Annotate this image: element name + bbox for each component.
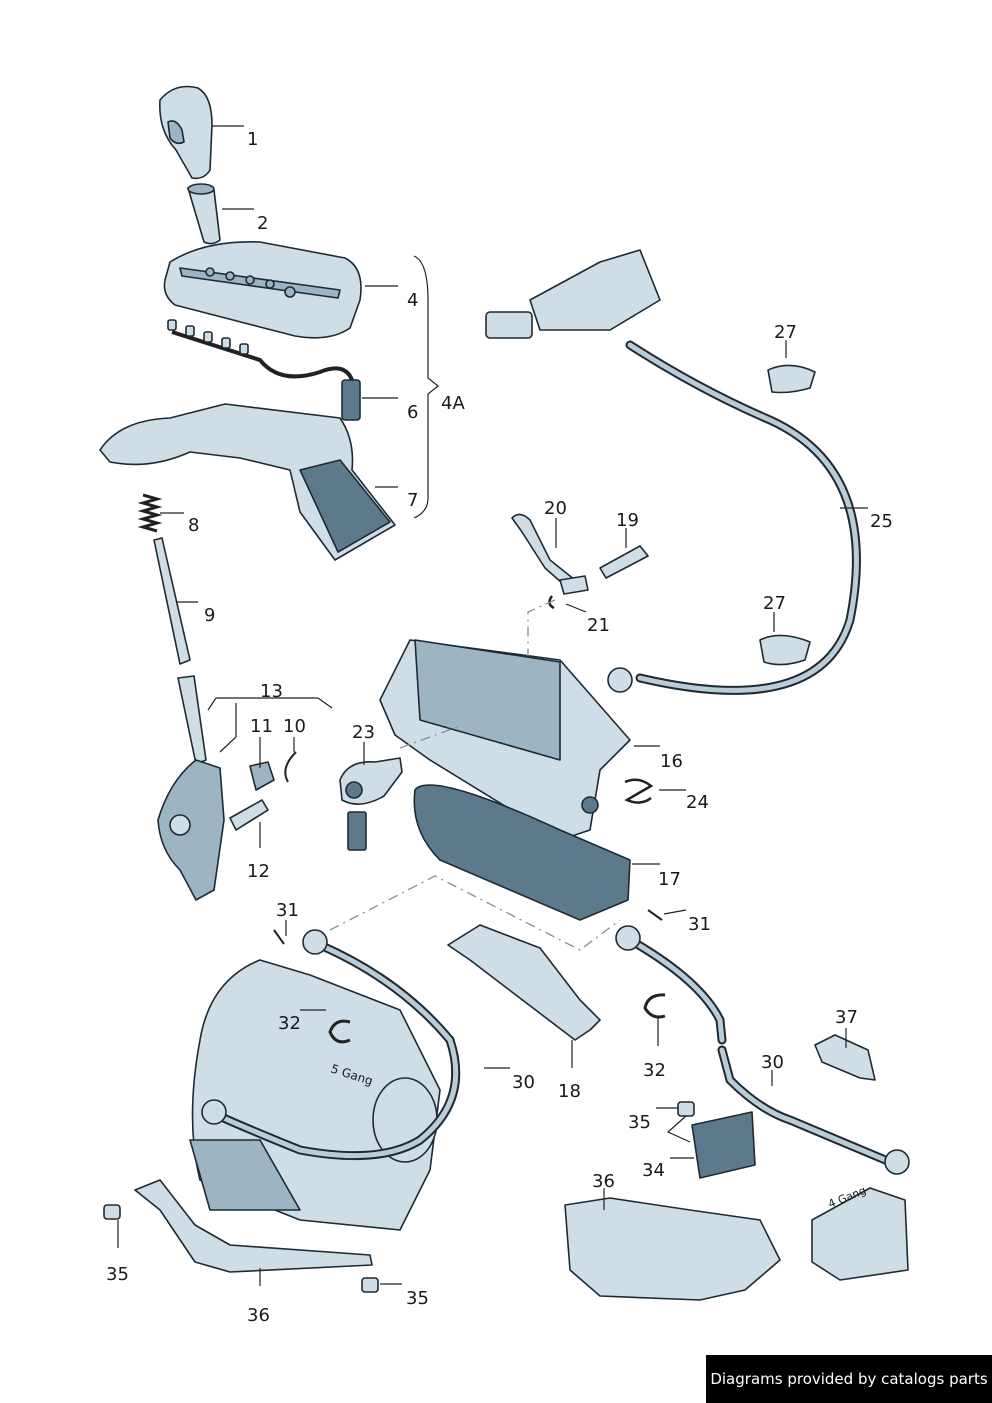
part-cable-clip-upper[interactable]	[767, 364, 816, 394]
part-cable-bracket[interactable]	[814, 1034, 876, 1081]
label-31-right: 31	[688, 914, 711, 935]
part-cable-holder[interactable]	[691, 1111, 756, 1179]
label-35-left: 35	[106, 1264, 129, 1285]
part-heat-shield-right[interactable]	[564, 1197, 781, 1301]
label-30-right: 30	[761, 1052, 784, 1073]
part-ignition-lock[interactable]	[485, 249, 661, 339]
label-25: 25	[870, 511, 893, 532]
part-retaining-clip-left[interactable]	[328, 1019, 351, 1044]
part-retaining-clip-right[interactable]	[643, 993, 666, 1019]
label-8: 8	[188, 515, 199, 536]
label-4: 4	[407, 290, 418, 311]
part-locking-lever[interactable]	[511, 513, 589, 595]
label-9: 9	[204, 605, 215, 626]
label-24: 24	[686, 792, 709, 813]
part-bolt-right[interactable]	[677, 1101, 695, 1117]
part-spring-clip[interactable]	[624, 778, 654, 804]
label-37: 37	[835, 1007, 858, 1028]
part-bolt-left[interactable]	[103, 1204, 121, 1220]
part-solenoid[interactable]	[339, 757, 403, 851]
part-lever-pin[interactable]	[599, 545, 649, 579]
part-cable-cover[interactable]	[447, 924, 601, 1041]
part-shift-cable-right[interactable]	[615, 925, 910, 1175]
label-21: 21	[587, 615, 610, 636]
part-indicator-harness[interactable]	[167, 319, 361, 421]
label-1: 1	[247, 129, 258, 150]
label-20: 20	[544, 498, 567, 519]
part-gearbox-5-speed	[189, 959, 441, 1231]
part-selector-cover[interactable]	[163, 241, 362, 339]
part-shift-cable-left[interactable]	[201, 929, 461, 1161]
part-console-bracket[interactable]	[99, 403, 396, 561]
label-30-left: 30	[512, 1072, 535, 1093]
part-knob-sleeve[interactable]	[187, 183, 221, 245]
label-35-bottom: 35	[406, 1288, 429, 1309]
part-wire-spring[interactable]	[284, 751, 297, 783]
part-lock-clip[interactable]	[249, 761, 275, 791]
label-27-upper: 27	[774, 322, 797, 343]
part-interlock-cable[interactable]	[607, 340, 861, 695]
part-housing-seal[interactable]	[413, 784, 631, 921]
part-shift-knob[interactable]	[159, 85, 213, 180]
part-heat-shield-left[interactable]	[134, 1179, 373, 1273]
part-cable-clip-lower[interactable]	[759, 634, 811, 666]
label-11: 11	[250, 716, 273, 737]
label-36-left: 36	[247, 1305, 270, 1326]
label-32-left: 32	[278, 1013, 301, 1034]
label-23: 23	[352, 722, 375, 743]
part-spring[interactable]	[137, 493, 163, 533]
label-10: 10	[283, 716, 306, 737]
label-32-right: 32	[643, 1060, 666, 1081]
part-bolt-bottom[interactable]	[361, 1277, 379, 1293]
label-31-left: 31	[276, 900, 299, 921]
label-27-lower: 27	[763, 593, 786, 614]
label-7: 7	[407, 490, 418, 511]
label-18: 18	[558, 1081, 581, 1102]
label-6: 6	[407, 402, 418, 423]
label-34: 34	[642, 1160, 665, 1181]
part-shift-rod[interactable]	[153, 537, 191, 665]
leader-lines	[117, 125, 868, 1286]
label-2: 2	[257, 213, 268, 234]
label-17: 17	[658, 869, 681, 890]
label-4a: 4A	[441, 393, 465, 414]
label-16: 16	[660, 751, 683, 772]
part-selector-housing[interactable]	[379, 639, 631, 841]
part-pivot-pin[interactable]	[229, 799, 269, 831]
part-gearbox-4-speed	[811, 1187, 909, 1281]
footer-credit: Diagrams provided by catalogs parts	[706, 1355, 992, 1403]
label-36-right: 36	[592, 1171, 615, 1192]
label-12: 12	[247, 861, 270, 882]
part-labels: 1 2 4 4A 6 7 8 9 13 11 10 12 20 19 21 23…	[106, 129, 893, 1326]
part-shift-lever-assembly[interactable]	[157, 675, 225, 901]
part-clip-small-right[interactable]	[647, 909, 663, 921]
label-19: 19	[616, 510, 639, 531]
label-13: 13	[260, 681, 283, 702]
label-35-right: 35	[628, 1112, 651, 1133]
part-clip-small-left[interactable]	[273, 929, 285, 945]
